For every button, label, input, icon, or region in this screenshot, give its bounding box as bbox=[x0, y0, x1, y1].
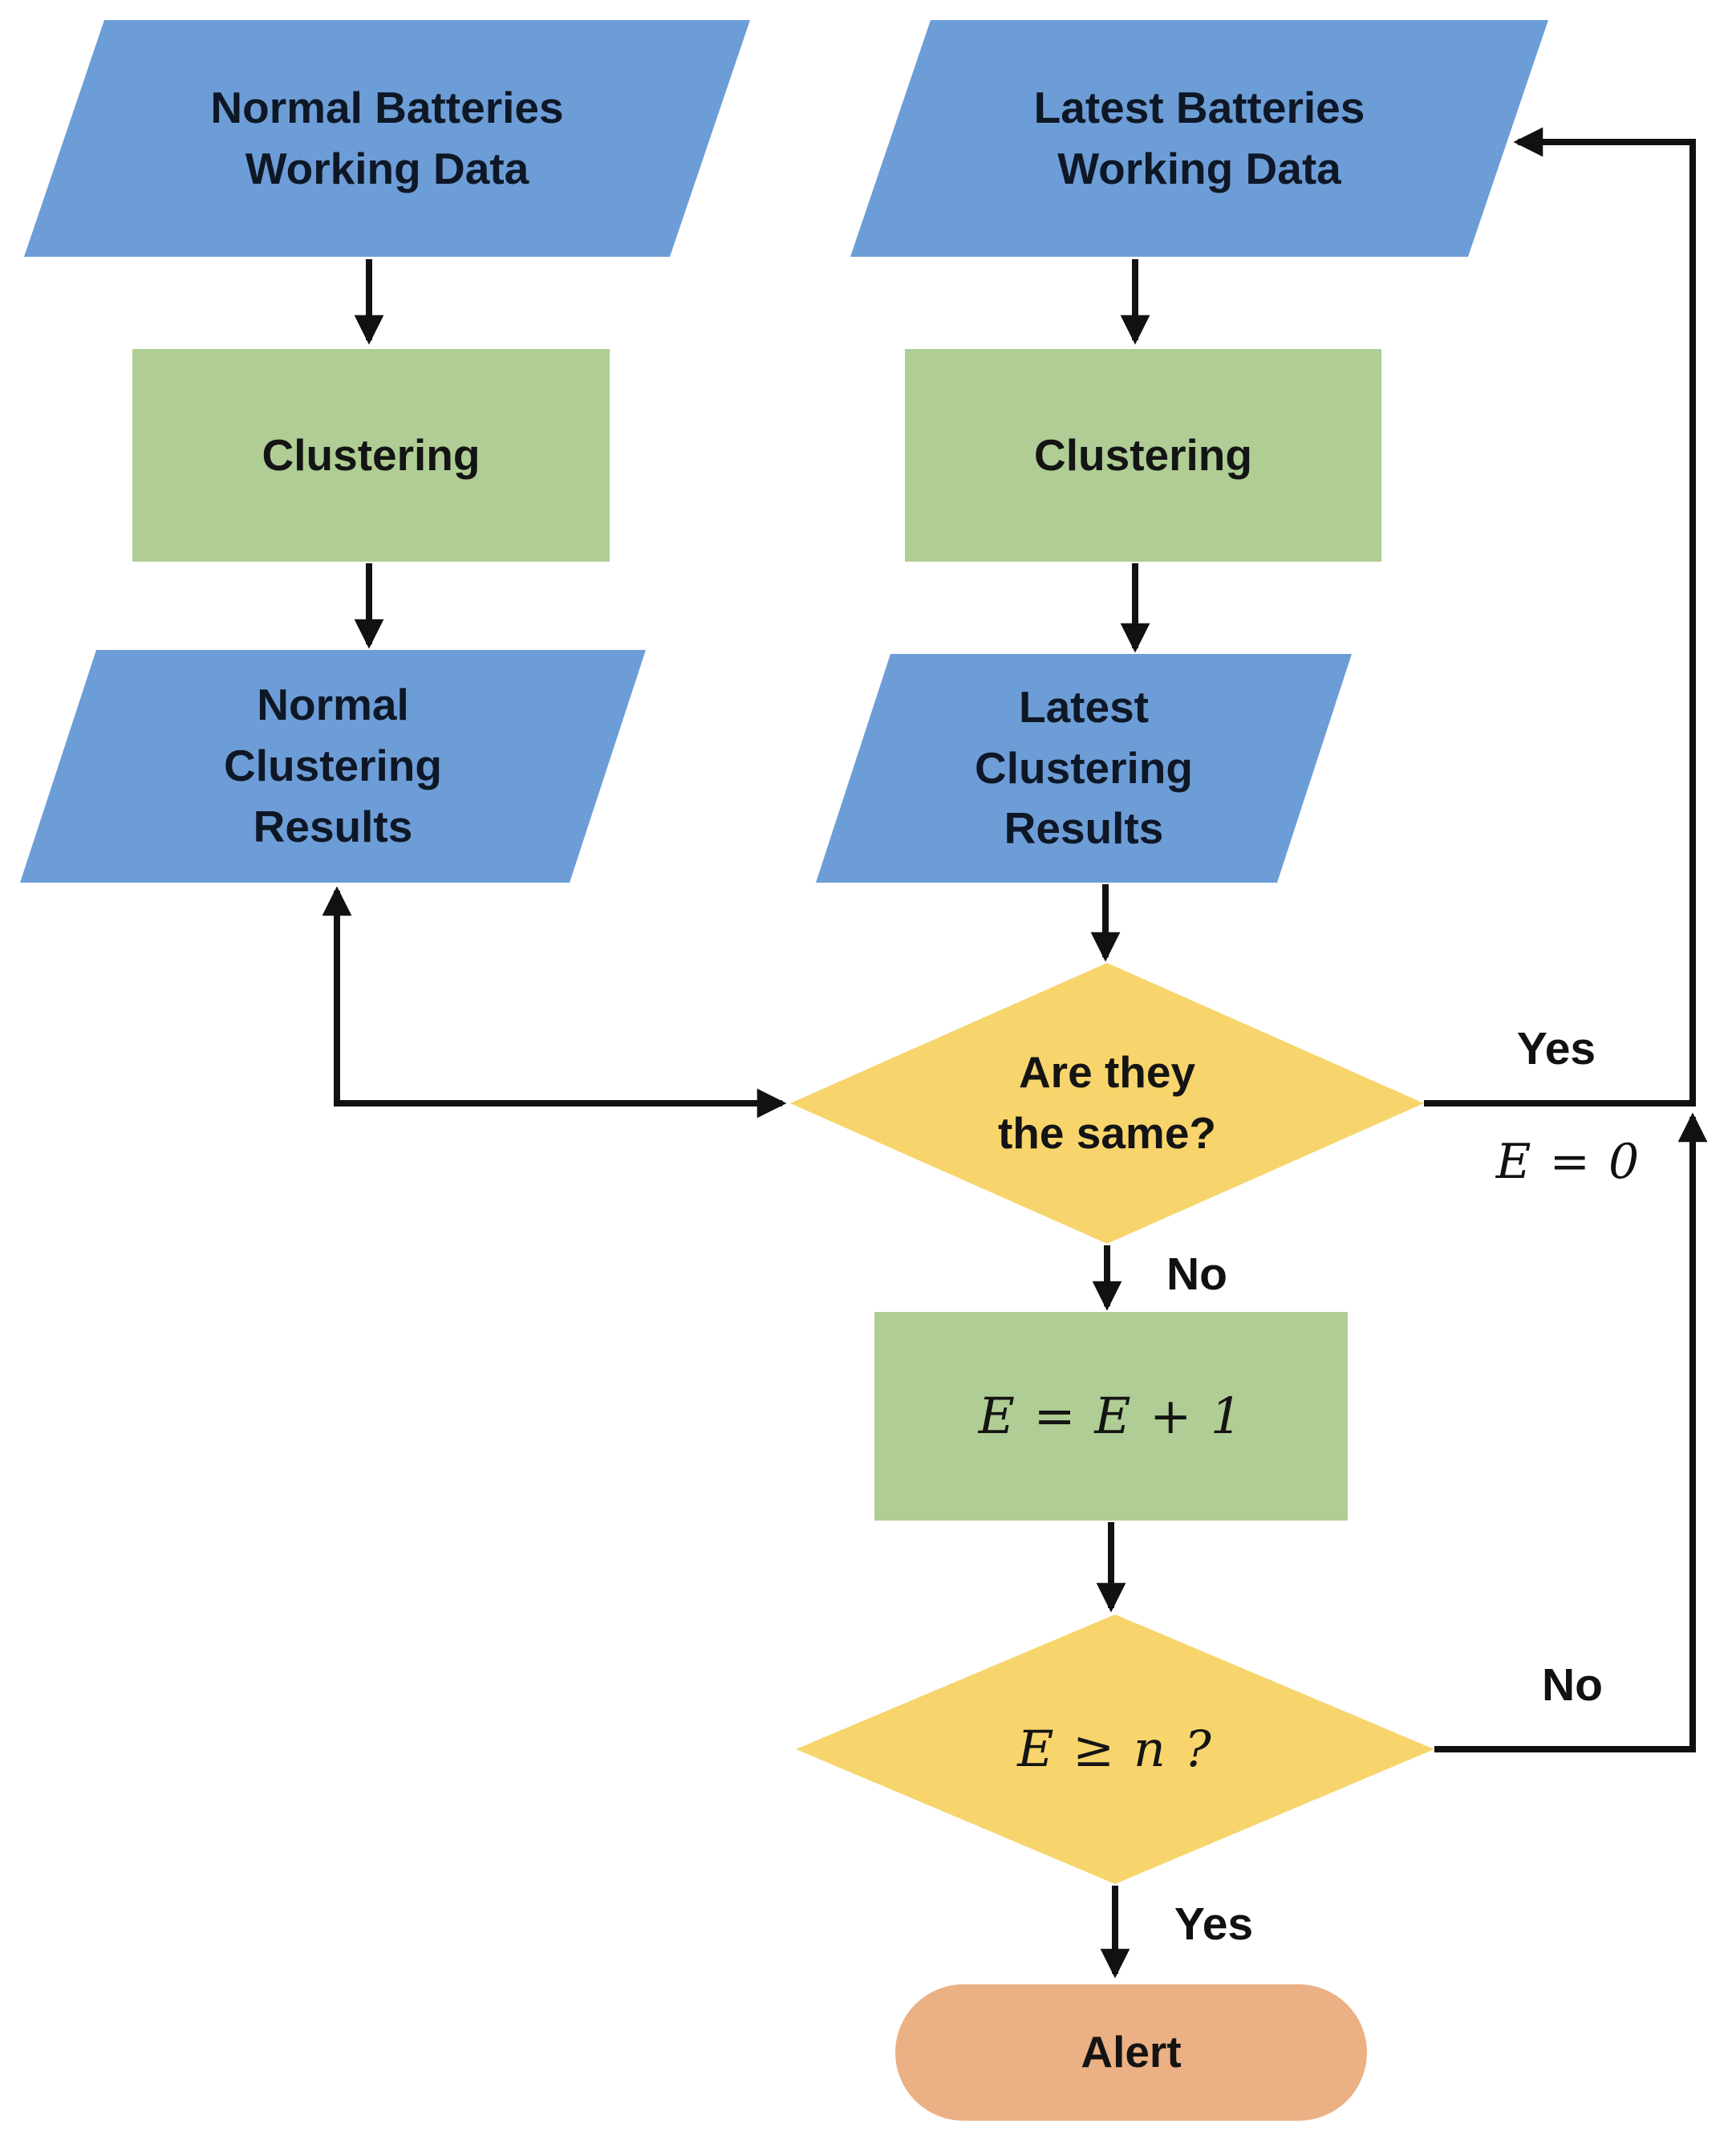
normal-results-parallelogram bbox=[20, 650, 646, 883]
threshold-decision-diamond bbox=[796, 1614, 1434, 1884]
connector-yes-loop-to-latest-data bbox=[1424, 127, 1696, 1107]
increment-box bbox=[874, 1312, 1348, 1521]
connector-no-loop-to-feedback-line bbox=[1434, 1112, 1708, 1752]
normal-data-parallelogram bbox=[24, 20, 750, 257]
connector-normal-results-to-same-decision bbox=[322, 886, 787, 1119]
latest-results-parallelogram bbox=[816, 654, 1352, 883]
clustering-right-box bbox=[905, 349, 1381, 562]
alert-terminal bbox=[895, 1984, 1367, 2121]
latest-data-parallelogram bbox=[850, 20, 1548, 257]
same-decision-diamond bbox=[790, 963, 1424, 1244]
clustering-left-box bbox=[132, 349, 610, 562]
